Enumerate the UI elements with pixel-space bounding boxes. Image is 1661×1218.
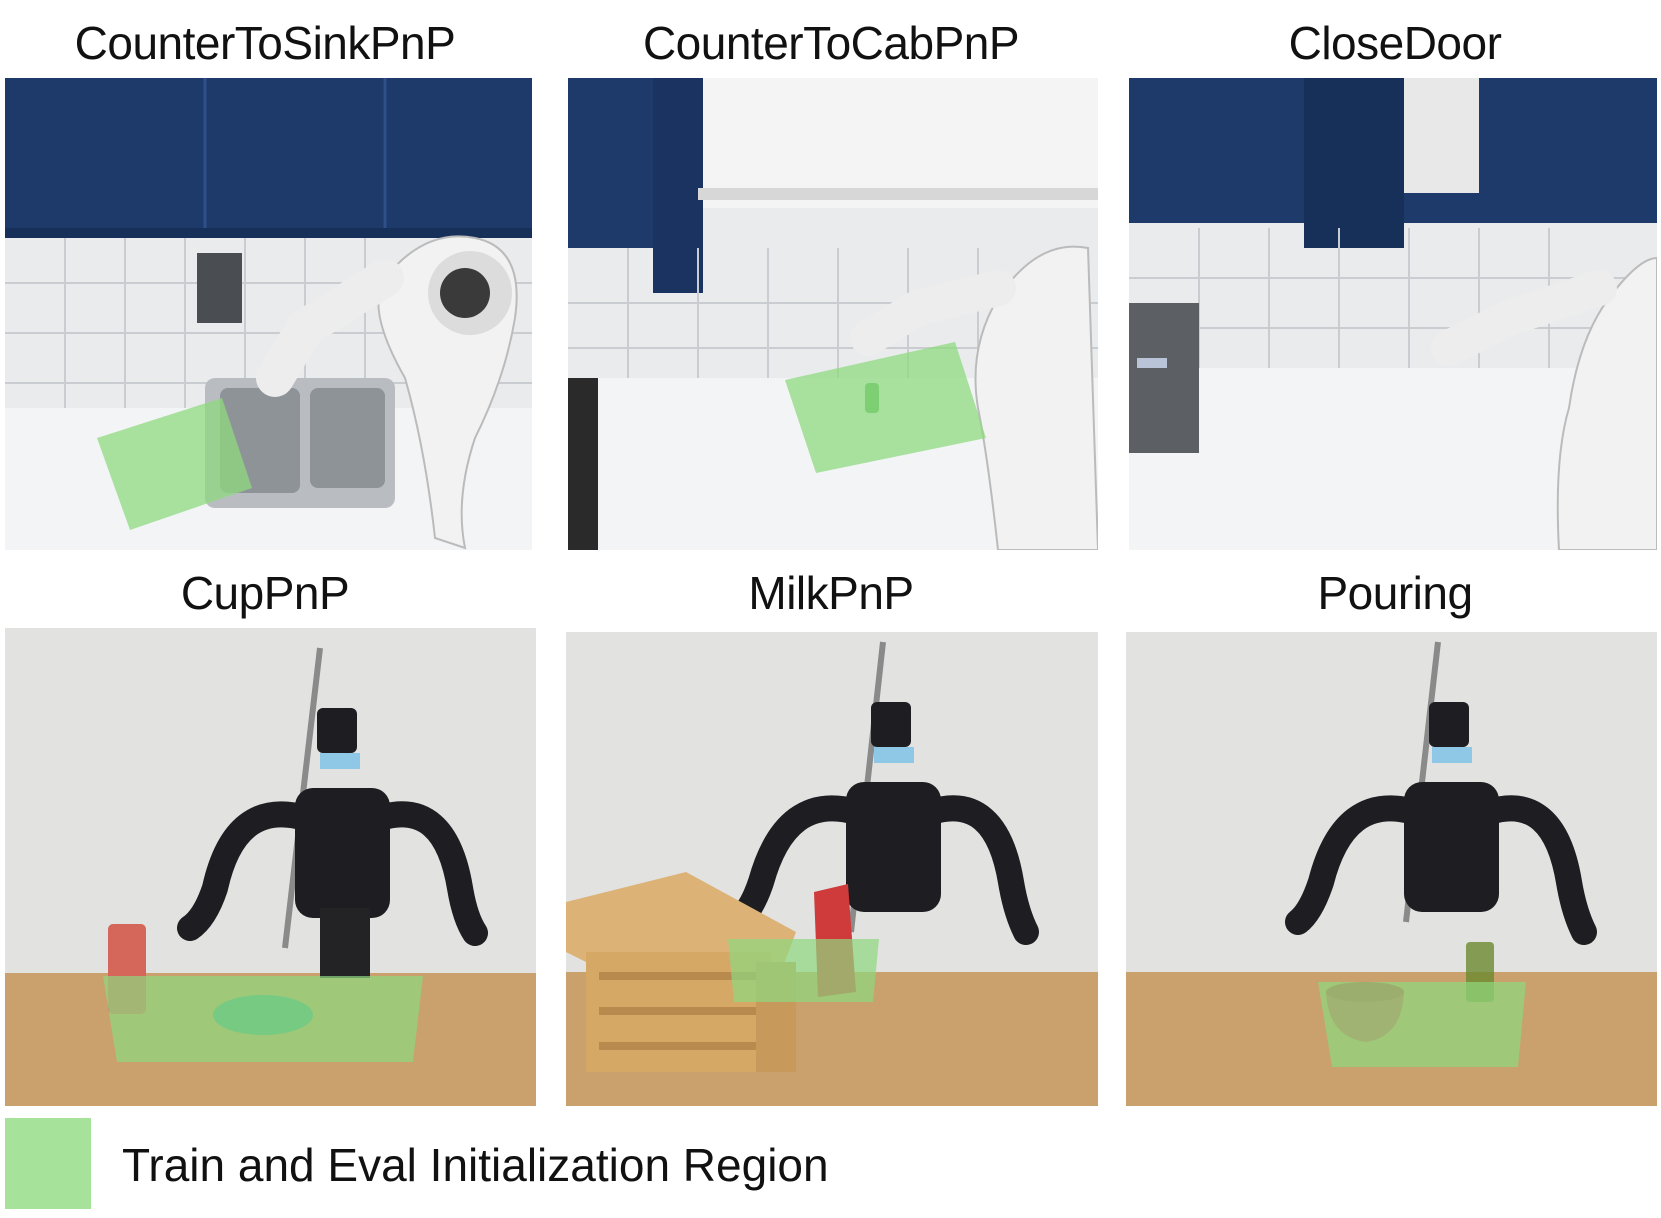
panel-title: CloseDoor <box>1288 17 1502 69</box>
photo-milk-pnp <box>566 632 1098 1106</box>
panel-title: MilkPnP <box>748 567 914 619</box>
panel-title: CounterToSinkPnP <box>74 17 456 69</box>
panel-title: Pouring <box>1317 567 1473 619</box>
legend-label: Train and Eval Initialization Region <box>122 1139 829 1191</box>
panel-title: CupPnP <box>180 567 350 619</box>
photo-counter-to-cab <box>568 78 1098 550</box>
photo-close-door <box>1129 78 1657 550</box>
photo-pouring <box>1126 632 1657 1106</box>
photo-cup-pnp <box>5 628 536 1106</box>
photo-counter-to-sink <box>5 78 532 550</box>
panel-title: CounterToCabPnP <box>642 17 1020 69</box>
legend-swatch <box>5 1118 91 1209</box>
